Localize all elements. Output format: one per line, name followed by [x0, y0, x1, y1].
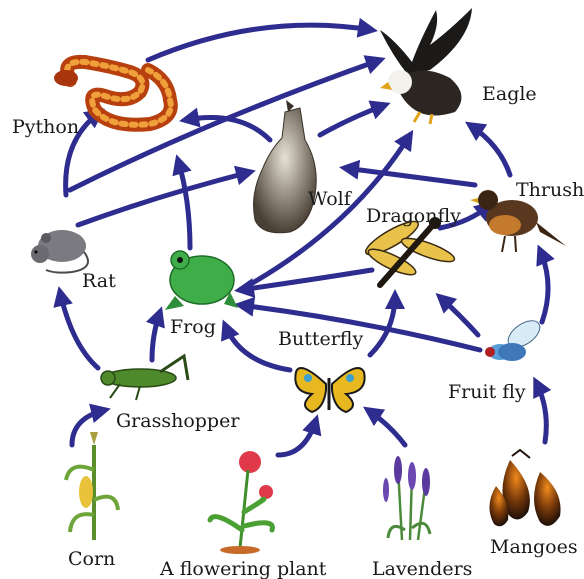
- label-fruit-fly: Fruit fly: [448, 381, 526, 403]
- label-lavenders: Lavenders: [372, 558, 472, 579]
- arrow-mangoes-to-fruitfly: [536, 382, 546, 442]
- eagle-icon: [380, 8, 472, 124]
- butterfly-icon: [295, 368, 364, 412]
- arrow-thrush-to-wolf: [345, 168, 475, 185]
- rat-icon: [31, 230, 88, 273]
- label-corn: Corn: [68, 548, 115, 570]
- label-thrush: Thrush: [516, 179, 584, 201]
- mangoes-icon: [489, 450, 560, 526]
- corn-icon: [66, 432, 118, 540]
- label-flowering-plant: A flowering plant: [159, 558, 327, 579]
- lavenders-icon: [383, 456, 430, 540]
- label-wolf: Wolf: [308, 188, 353, 210]
- arrow-fruitfly-to-thrush: [540, 250, 548, 322]
- label-mangoes: Mangoes: [490, 536, 578, 558]
- arrow-lavenders-to-butterfly: [368, 410, 405, 445]
- fruit-fly-icon: [485, 315, 544, 361]
- frog-icon: [165, 251, 238, 310]
- arrow-grasshopper-to-rat: [60, 292, 98, 368]
- arrow-wolf-to-eagle: [320, 105, 385, 135]
- arrow-corn-to-grasshopper: [72, 410, 105, 445]
- arrow-frog-to-python: [178, 160, 190, 248]
- arrow-fruitfly-to-dragonfly: [440, 297, 478, 335]
- arrow-python-to-eagle: [148, 25, 372, 60]
- arrow-rat-to-wolf: [78, 172, 250, 225]
- label-dragonfly: Dragonfly: [366, 205, 461, 227]
- arrow-flowering-plant-to-butterfly: [278, 420, 316, 455]
- flowering-plant-icon: [210, 451, 273, 554]
- arrow-thrush-to-eagle: [470, 125, 510, 175]
- arrow-grasshopper-to-frog: [152, 312, 160, 360]
- label-frog: Frog: [170, 316, 216, 338]
- label-rat: Rat: [82, 270, 116, 292]
- label-python: Python: [12, 116, 79, 138]
- label-grasshopper: Grasshopper: [116, 410, 240, 432]
- wolf-icon: [254, 100, 317, 233]
- label-eagle: Eagle: [482, 83, 537, 105]
- label-butterfly: Butterfly: [278, 328, 363, 350]
- grasshopper-icon: [101, 356, 188, 400]
